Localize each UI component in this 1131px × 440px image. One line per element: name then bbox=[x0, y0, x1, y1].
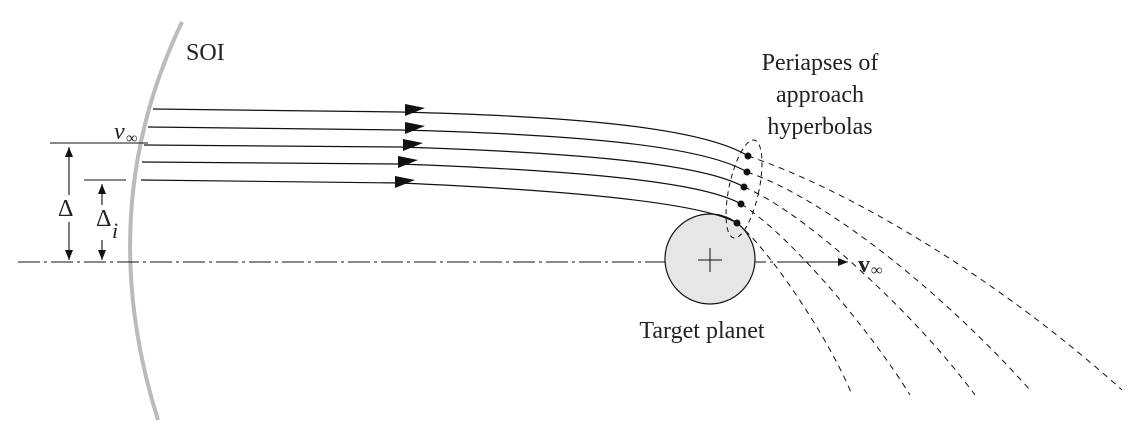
periapses-label-line1: Periapses of bbox=[762, 50, 879, 76]
v-infinity-italic-label: v ∞ bbox=[114, 119, 137, 147]
departure-branch-1 bbox=[747, 155, 1123, 391]
periapses-enclosure bbox=[725, 139, 763, 239]
departure-branch-3 bbox=[743, 186, 976, 396]
trajectory-2 bbox=[147, 126, 748, 173]
v-infinity-italic-sub: ∞ bbox=[126, 130, 137, 147]
trajectory-3 bbox=[143, 144, 745, 188]
dot-icon bbox=[743, 168, 751, 176]
arrowhead-icon bbox=[405, 104, 425, 116]
trajectory-5 bbox=[140, 179, 738, 224]
periapses-label-line3: hyperbolas bbox=[767, 114, 872, 140]
v-infinity-italic-v: v bbox=[114, 119, 125, 145]
arrowhead-icon bbox=[395, 176, 415, 188]
departure-branch-2 bbox=[746, 171, 1031, 391]
v-infinity-bold-label: v ∞ bbox=[858, 252, 882, 279]
v-infinity-bold-sub: ∞ bbox=[871, 262, 882, 279]
delta-label: Δ bbox=[58, 196, 73, 222]
target-planet-label: Target planet bbox=[639, 318, 764, 344]
dot-icon bbox=[737, 200, 745, 208]
soi-boundary-arc bbox=[128, 21, 184, 421]
periapses-label-line2: approach bbox=[776, 82, 864, 108]
dot-icon bbox=[733, 219, 741, 227]
delta-i-sub: i bbox=[112, 218, 118, 243]
dot-icon bbox=[744, 152, 752, 160]
soi-label: SOI bbox=[186, 40, 225, 66]
trajectory-arrows bbox=[395, 104, 425, 188]
trajectory-1 bbox=[152, 108, 749, 157]
delta-i-base: Δ bbox=[96, 206, 111, 232]
periapsis-markers bbox=[733, 152, 752, 227]
arrowhead-icon bbox=[398, 156, 418, 168]
delta-dimension bbox=[50, 142, 148, 260]
arrowhead-icon bbox=[403, 139, 423, 151]
departure-branch-4 bbox=[740, 203, 911, 396]
arrowhead-icon bbox=[405, 122, 425, 134]
delta-i-label: Δ i bbox=[96, 206, 118, 243]
trajectory-4 bbox=[141, 161, 742, 205]
v-infinity-bold-v: v bbox=[858, 252, 870, 278]
dot-icon bbox=[740, 183, 748, 191]
approach-trajectories bbox=[140, 108, 749, 224]
departure-branches bbox=[736, 155, 1123, 396]
